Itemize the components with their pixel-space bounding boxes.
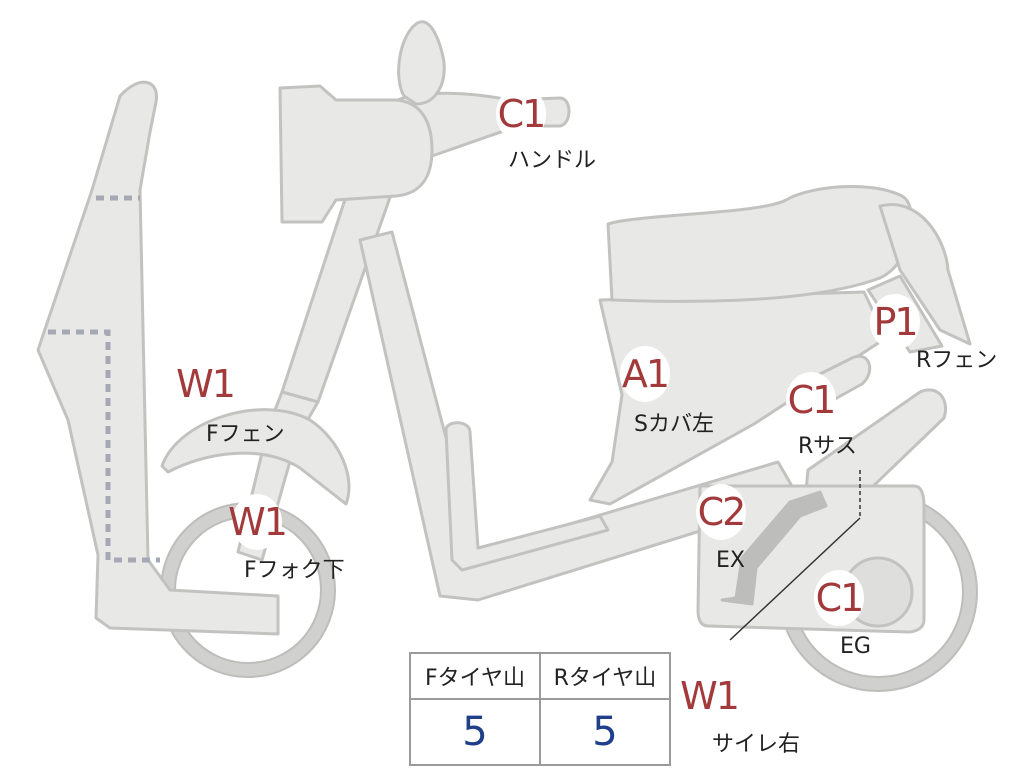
tire-tread-table: Fタイヤ山 Rタイヤ山 5 5	[409, 652, 671, 766]
marker-handle-label: ハンドル	[508, 148, 597, 173]
marker-code: C1	[815, 576, 865, 620]
marker-f-fender-badge[interactable]: W1	[176, 356, 236, 412]
shield-seam-middle	[48, 329, 160, 563]
marker-code: C1	[787, 378, 837, 422]
marker-engine-badge[interactable]: C1	[814, 570, 864, 626]
rear-tire-header: Rタイヤ山	[541, 654, 669, 700]
marker-exhaust-label: EX	[716, 548, 745, 573]
marker-r-suspension-badge[interactable]: C1	[786, 372, 836, 428]
headlamp-housing	[278, 84, 434, 224]
marker-r-fender-badge[interactable]: P1	[870, 294, 920, 350]
seat	[606, 184, 914, 303]
marker-code: P1	[873, 300, 918, 344]
marker-exhaust-badge[interactable]: C2	[696, 484, 746, 540]
rear-tire-value: 5	[592, 709, 618, 755]
marker-code: W1	[228, 500, 288, 544]
rear-cowl	[878, 203, 972, 346]
body-panel	[588, 290, 888, 506]
marker-f-fender-label: Fフェン	[206, 422, 285, 447]
front-fender	[160, 408, 351, 506]
marker-code: C1	[497, 92, 547, 136]
marker-f-fork-badge[interactable]: W1	[228, 494, 288, 550]
marker-r-fender-label: Rフェン	[916, 348, 998, 373]
marker-code: W1	[680, 674, 740, 718]
front-tire-header: Fタイヤ山	[411, 654, 541, 700]
marker-side-mirror-right-badge[interactable]: W1	[680, 668, 740, 724]
marker-handle-badge[interactable]: C1	[496, 86, 546, 142]
frame-tube	[358, 230, 802, 602]
floor-pan	[444, 421, 610, 572]
marker-side-mirror-right-label: サイレ右	[712, 732, 801, 757]
marker-s-cover-left-label: Sカバ左	[634, 412, 714, 437]
marker-r-suspension-label: Rサス	[798, 434, 857, 459]
marker-code: C2	[697, 490, 747, 534]
marker-f-fork-label: Fフォク下	[244, 558, 345, 583]
leg-shield	[36, 80, 280, 636]
marker-code: A1	[621, 352, 670, 396]
exhaust-pipe	[720, 490, 828, 606]
marker-s-cover-left-badge[interactable]: A1	[620, 346, 670, 402]
marker-engine-label: EG	[840, 634, 871, 659]
leader-line-rsus-diagonal	[729, 517, 861, 641]
front-tire-value: 5	[411, 700, 541, 764]
marker-code: W1	[176, 362, 236, 406]
mirror	[397, 20, 446, 106]
